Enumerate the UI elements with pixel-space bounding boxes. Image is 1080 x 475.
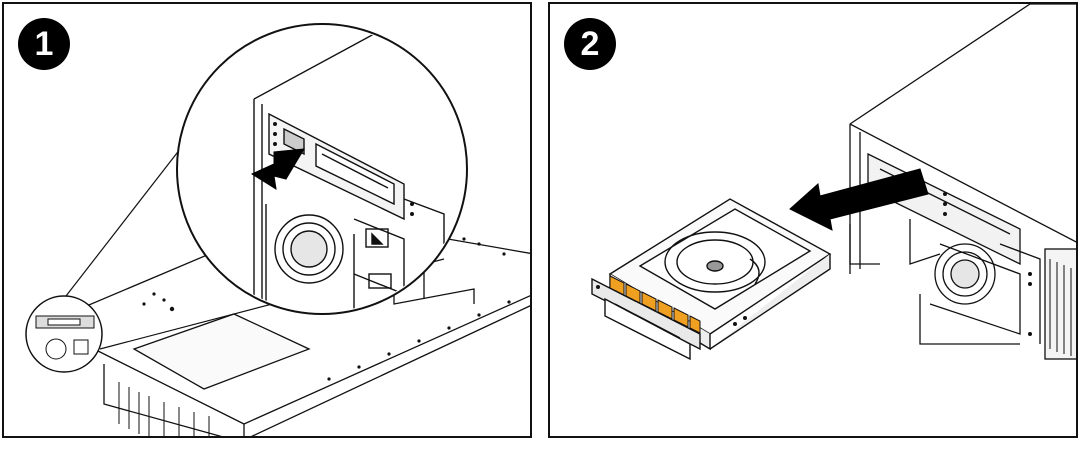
pull-arrow-icon — [789, 168, 929, 231]
drive-removal-illustration — [591, 4, 1076, 361]
step-1-panel: 1 — [2, 2, 532, 438]
step-number-badge: 1 — [18, 18, 70, 70]
server-top-view-illustration — [25, 23, 530, 436]
step-2-panel: 2 — [548, 2, 1078, 438]
magnifier-callout-icon — [25, 295, 103, 373]
step-number-badge: 2 — [564, 18, 616, 70]
push-arrow-icon — [250, 148, 305, 191]
